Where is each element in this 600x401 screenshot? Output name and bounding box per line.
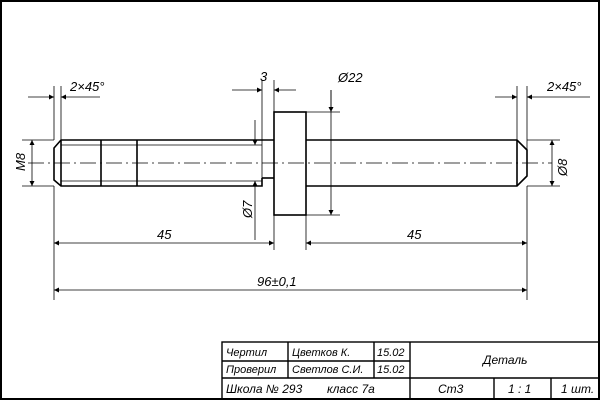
title-block-material: Ст3 [438,382,464,396]
part-outline [53,111,528,216]
title-block-part-name: Деталь [481,353,527,367]
neck-diameter-label: Ø7 [240,200,255,219]
title-block-school: Школа № 293 [226,382,303,396]
title-block-scale: 1 : 1 [508,382,531,396]
shaft-outline [306,139,528,187]
right-length-label: 45 [407,227,422,242]
chamfer-right-label: 2×45° [546,79,581,94]
title-block-checked-by-label: Проверил [226,364,276,376]
shaft-diameter-label: Ø8 [555,158,570,177]
left-length-label: 45 [157,227,172,242]
title-block-drawn-by-date: 15.02 [377,347,405,359]
title-block-quantity: 1 шт. [561,382,594,396]
title-block-checked-by-name: Светлов С.И. [292,364,363,376]
thread-label: M8 [13,152,28,171]
collar [273,111,307,216]
title-block-drawn-by-name: Цветков К. [292,347,350,359]
dimension-lines [22,80,590,300]
title-block-drawn-by-label: Чертил [226,347,267,359]
title-block-checked-by-date: 15.02 [377,364,405,376]
title-block-class: класс 7а [327,382,375,396]
collar-width-label: 3 [260,69,268,84]
overall-length-label: 96±0,1 [257,274,297,289]
collar-diameter-label: Ø22 [337,70,363,85]
title-block [221,341,600,400]
chamfer-left-label: 2×45° [69,79,104,94]
